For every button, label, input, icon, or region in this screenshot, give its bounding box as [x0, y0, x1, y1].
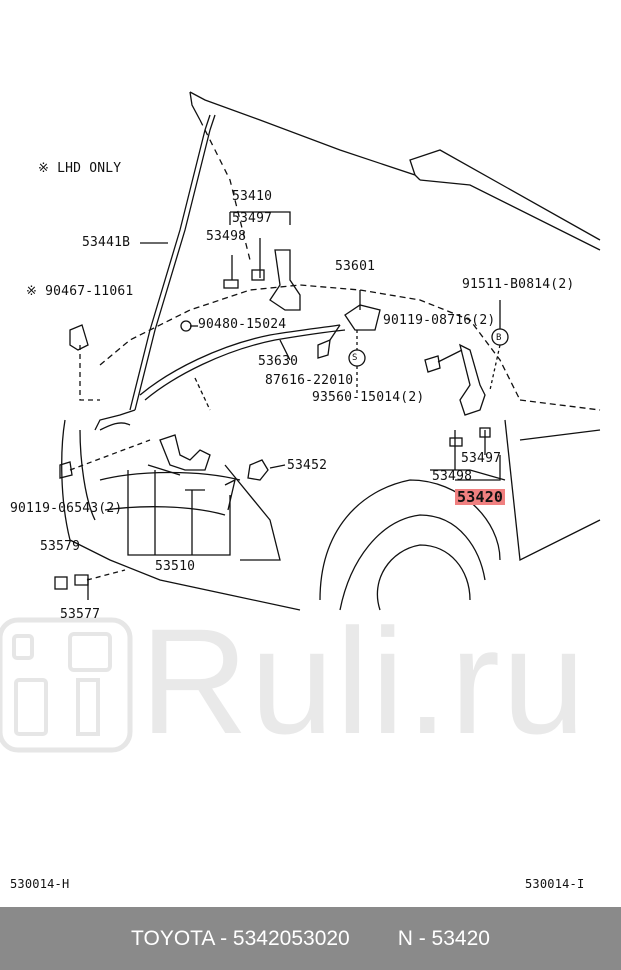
- footer-part-number: TOYOTA - 5342053020: [131, 926, 350, 950]
- part-label-53441b: 53441B: [82, 235, 131, 250]
- diagram-code-right: 530014-I: [525, 877, 585, 891]
- hood-assembly-diagram: [54, 91, 601, 611]
- diagram-code-left: 530014-H: [10, 877, 70, 891]
- fender-wheel-arch: [319, 479, 501, 601]
- release-cable: [139, 324, 341, 396]
- callout-s-symbol: S: [352, 353, 358, 363]
- part-label-90480: 90480-15024: [198, 317, 287, 332]
- footer-diagram-number: N - 53420: [397, 926, 490, 950]
- hood-panel: [189, 91, 421, 181]
- part-label-90119-06543: 90119-06543(2): [10, 501, 123, 516]
- hood-support-rod: [129, 114, 211, 411]
- ruli-watermark-text: Ruli.ru: [140, 597, 588, 765]
- part-label-53497-right: 53497: [461, 451, 502, 466]
- part-label-53601: 53601: [335, 259, 376, 274]
- part-label-53497-top: 53497: [232, 211, 273, 226]
- part-label-53498-right: 53498: [432, 469, 473, 484]
- part-label-53452: 53452: [287, 458, 328, 473]
- part-label-53410: 53410: [232, 189, 273, 204]
- part-info-footer: TOYOTA - 5342053020 N - 53420: [0, 907, 621, 970]
- part-label-53510: 53510: [155, 559, 196, 574]
- part-label-53420-highlighted[interactable]: 53420: [455, 488, 506, 506]
- part-label-93560: 93560-15014(2): [312, 390, 425, 405]
- part-label-53577: 53577: [60, 607, 101, 622]
- hood-latch: [344, 304, 381, 331]
- part-label-87616: 87616-22010: [265, 373, 354, 388]
- ruli-logo-watermark: [0, 617, 133, 753]
- lhd-only-note: ※ LHD ONLY: [38, 161, 122, 176]
- part-label-53630: 53630: [258, 354, 299, 369]
- part-label-90119-08716: 90119-08716(2): [383, 313, 496, 328]
- part-label-53579: 53579: [40, 539, 81, 554]
- hood-hinge-right: [459, 343, 486, 416]
- part-label-90467: ※ 90467-11061: [26, 284, 134, 299]
- part-label-53498-top: 53498: [206, 229, 247, 244]
- part-label-91511: 91511-B0814(2): [462, 277, 575, 292]
- callout-b-symbol: B: [496, 333, 502, 343]
- hood-hinge-left: [269, 249, 301, 311]
